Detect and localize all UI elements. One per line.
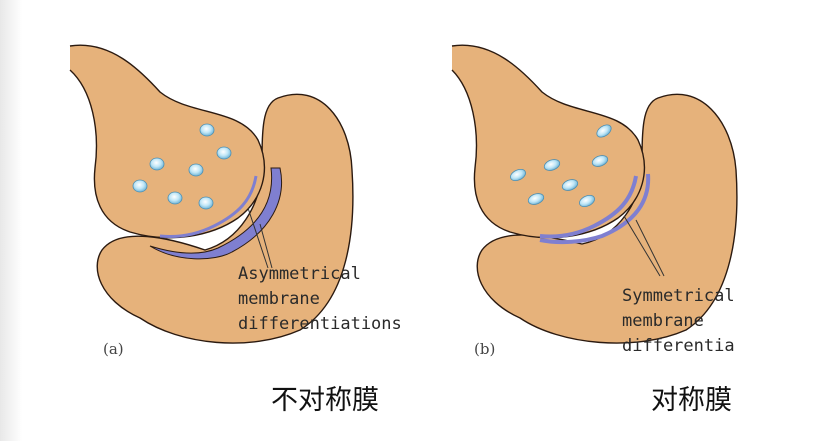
- annotation-b-line-1: Symmetrical: [622, 286, 735, 306]
- annotation-a: Asymmetrical membrane differentiations: [238, 262, 402, 337]
- vesicle: [591, 155, 609, 167]
- panel-b-drawing: [451, 44, 738, 344]
- vesicle: [543, 159, 561, 171]
- panel-a-drawing: [69, 44, 354, 344]
- caption-b: 对称膜: [651, 385, 732, 416]
- vesicle: [167, 191, 183, 205]
- postsynaptic-density-a: [149, 167, 282, 260]
- vesicle: [149, 157, 165, 171]
- vesicle: [510, 168, 526, 182]
- pointer-line: [247, 207, 269, 269]
- vesicle: [188, 163, 204, 177]
- vesicle: [596, 124, 612, 138]
- annotation-a-line-2: membrane: [238, 289, 320, 309]
- vesicle: [132, 179, 148, 193]
- presynaptic-membrane-a: [159, 175, 258, 238]
- caption-a: 不对称膜: [271, 385, 379, 416]
- left-edge-strip: [0, 0, 22, 441]
- annotation-a-line-1: Asymmetrical: [238, 264, 361, 284]
- pointer-line: [259, 223, 273, 269]
- presynaptic-terminal-b: [451, 44, 646, 239]
- vesicle: [216, 146, 232, 160]
- panel-label-a: (a): [103, 340, 124, 358]
- vesicles-a: [132, 123, 232, 210]
- postsynaptic-membrane-b: [539, 173, 651, 245]
- annotation-b-line-2: membrane: [622, 311, 704, 331]
- presynaptic-membrane-b: [539, 175, 638, 239]
- pointer-line: [635, 219, 665, 277]
- vesicle: [198, 196, 214, 210]
- vesicle: [199, 123, 215, 137]
- vesicle: [527, 193, 545, 205]
- vesicles-b: [510, 124, 612, 208]
- vesicle: [579, 194, 595, 208]
- annotation-b-line-3: differentia: [622, 336, 735, 356]
- presynaptic-terminal-a: [69, 44, 266, 239]
- annotation-b: Symmetrical membrane differentia: [622, 284, 735, 359]
- vesicle: [561, 179, 579, 191]
- pointer-line: [623, 215, 661, 277]
- panel-label-b: (b): [474, 340, 496, 358]
- annotation-a-line-3: differentiations: [238, 314, 402, 334]
